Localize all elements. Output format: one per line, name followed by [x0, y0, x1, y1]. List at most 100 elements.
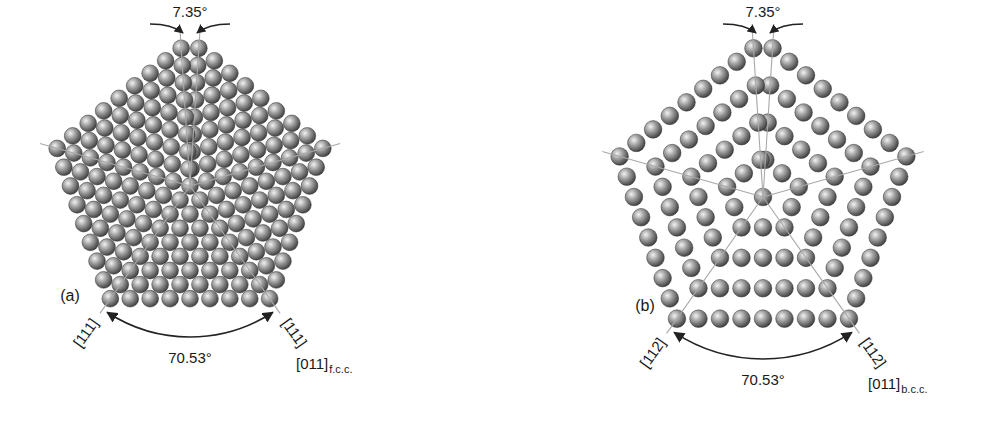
atom-sphere	[245, 210, 262, 227]
atom-sphere	[661, 290, 679, 308]
atom-sphere	[233, 146, 250, 163]
atom-sphere	[845, 144, 863, 162]
atom-sphere	[283, 115, 300, 132]
atom-sphere	[114, 142, 131, 159]
atom-sphere	[92, 220, 109, 237]
atom-sphere	[780, 53, 798, 71]
atom-sphere	[754, 219, 772, 237]
atom-sphere	[694, 80, 712, 98]
atom-sphere	[95, 187, 112, 204]
atom-spheres	[49, 40, 915, 328]
atom-sphere	[220, 82, 237, 99]
atom-sphere	[711, 310, 729, 328]
angle-arc	[674, 332, 852, 359]
atom-sphere	[855, 269, 873, 287]
zone-axis-label: [011]	[868, 376, 900, 393]
atom-sphere	[735, 165, 753, 183]
atom-sphere	[697, 117, 715, 135]
direction-label: [111]	[278, 315, 309, 350]
atom-sphere	[855, 178, 873, 196]
angle-arc	[107, 312, 273, 337]
atom-sphere	[809, 154, 827, 172]
sphere-group	[611, 40, 915, 328]
atom-sphere	[663, 144, 681, 162]
boundary-line	[100, 186, 190, 313]
angle-label: 70.53°	[741, 372, 785, 389]
angle-arrows	[107, 24, 852, 359]
atom-sphere	[644, 121, 662, 139]
boundary-line	[40, 144, 190, 186]
atom-sphere	[205, 70, 222, 87]
atom-sphere	[711, 279, 729, 297]
atom-sphere	[754, 249, 772, 267]
atom-sphere	[182, 262, 199, 279]
atom-sphere	[131, 146, 148, 163]
boundary-line	[763, 24, 774, 197]
atom-sphere	[267, 120, 284, 137]
atom-sphere	[773, 165, 791, 183]
gap-arrow	[770, 24, 803, 33]
twin-boundary-lines	[40, 24, 924, 333]
atom-sphere	[268, 187, 285, 204]
atom-sphere	[155, 187, 172, 204]
boundary-line	[667, 197, 763, 333]
atom-sphere	[831, 94, 849, 112]
atom-sphere	[182, 290, 199, 307]
atom-sphere	[113, 124, 130, 141]
atom-sphere	[819, 188, 837, 206]
atom-sphere	[211, 276, 228, 293]
direction-label: [111]	[70, 315, 101, 350]
atom-sphere	[164, 156, 181, 173]
atom-sphere	[206, 52, 223, 69]
atom-sphere	[792, 141, 810, 159]
atom-sphere	[776, 279, 794, 297]
atom-sphere	[654, 269, 672, 287]
atom-sphere	[105, 257, 122, 274]
atom-sphere	[714, 104, 732, 122]
atom-sphere	[797, 279, 815, 297]
atom-sphere	[678, 94, 696, 112]
atom-sphere	[248, 243, 265, 260]
atom-sphere	[255, 225, 272, 242]
atom-sphere	[812, 208, 830, 226]
atom-sphere	[828, 131, 846, 149]
atom-sphere	[109, 225, 126, 242]
atom-sphere	[202, 121, 219, 138]
atom-sphere	[661, 107, 679, 125]
atom-sphere	[80, 115, 97, 132]
atom-sphere	[251, 107, 268, 124]
atom-sphere	[200, 138, 217, 155]
atom-sphere	[144, 99, 161, 116]
atom-sphere	[162, 234, 179, 251]
atom-sphere	[218, 117, 235, 134]
atom-sphere	[125, 229, 142, 246]
atom-sphere	[869, 229, 887, 247]
atom-sphere	[291, 164, 308, 181]
boundary-line	[763, 197, 859, 333]
atom-sphere	[847, 290, 865, 308]
atom-sphere	[776, 249, 794, 267]
atom-sphere	[95, 102, 112, 119]
atom-sphere	[680, 131, 698, 149]
atom-sphere	[271, 220, 288, 237]
atom-sphere	[699, 154, 717, 172]
atom-sphere	[55, 159, 72, 176]
atom-sphere	[278, 201, 295, 218]
boundary-line	[752, 24, 763, 197]
atom-sphere	[268, 271, 285, 288]
atom-sphere	[95, 271, 112, 288]
gap-arrow	[197, 24, 230, 33]
atom-sphere	[285, 182, 302, 199]
boundary-line	[190, 144, 340, 186]
atom-sphere	[237, 77, 254, 94]
atom-sphere	[862, 249, 880, 267]
atom-sphere	[105, 173, 122, 190]
atom-sphere	[128, 196, 145, 213]
atom-sphere	[221, 65, 238, 82]
atom-sphere	[217, 134, 234, 151]
atom-sphere	[833, 239, 851, 257]
atom-sphere	[252, 90, 269, 107]
atom-sphere	[881, 134, 899, 152]
angle-label: 7.35°	[172, 4, 207, 21]
atom-sphere	[797, 310, 815, 328]
